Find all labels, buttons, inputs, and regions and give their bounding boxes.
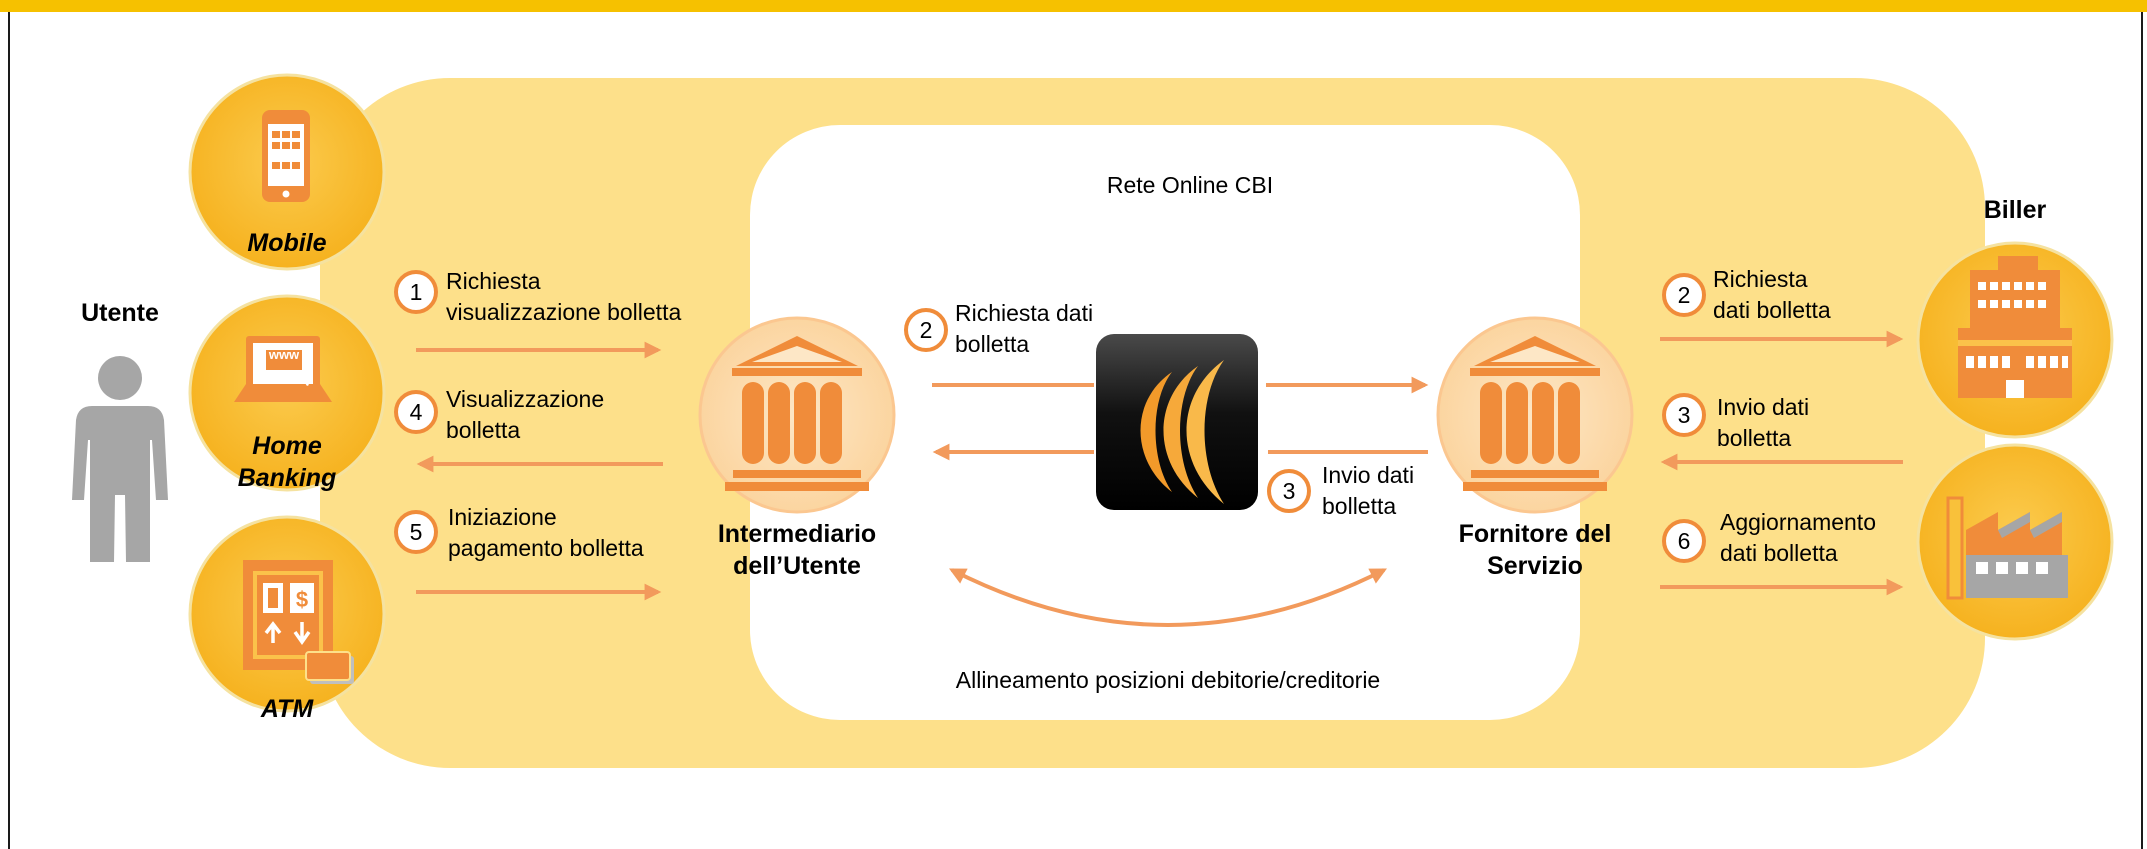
- home-banking-channel-circle[interactable]: [188, 294, 386, 492]
- fornitore-bank-circle[interactable]: [1436, 316, 1634, 514]
- step-badge-6-right: [1662, 519, 1706, 563]
- person-icon: [72, 356, 168, 562]
- bank-icon-left: [725, 336, 869, 491]
- atm-channel-circle[interactable]: $: [188, 515, 386, 713]
- right-step6-label-line2: dati bolletta: [1720, 540, 1838, 566]
- step5-label-line2: pagamento bolletta: [448, 535, 644, 561]
- bank-icon-right: [1463, 336, 1607, 491]
- step-number: 3: [1677, 402, 1691, 428]
- cbi-logo: [1096, 334, 1258, 510]
- center-step2-label-line1: Richiesta dati: [955, 300, 1094, 326]
- center-step2-label-line2: bolletta: [955, 331, 1030, 357]
- biller-factory-circle[interactable]: [1916, 443, 2114, 641]
- fornitore-label-line1: Fornitore del: [1458, 520, 1612, 548]
- right-step2-label-line2: dati bolletta: [1713, 297, 1831, 323]
- step-number: 6: [1677, 528, 1691, 554]
- right-step6-label-line1: Aggiornamento: [1720, 509, 1876, 535]
- step5-label-line1: Iniziazione: [448, 504, 557, 530]
- step-number: 3: [1282, 478, 1296, 504]
- step1-label-line2: visualizzazione bolletta: [446, 299, 682, 325]
- utente-label: Utente: [81, 299, 159, 327]
- step-badge-1: [394, 270, 438, 314]
- top-accent-bar: [0, 0, 2147, 12]
- step4-label-line2: bolletta: [446, 417, 521, 443]
- step-number: 5: [409, 519, 423, 545]
- center-step3-label-line2: bolletta: [1322, 493, 1397, 519]
- mobile-channel-circle[interactable]: [188, 73, 386, 271]
- home-banking-label-line1: Home: [252, 432, 322, 460]
- factory-icon: [1946, 496, 2068, 600]
- atm-label: ATM: [260, 695, 314, 723]
- intermediario-bank-circle[interactable]: [698, 316, 896, 514]
- mobile-label: Mobile: [247, 229, 327, 257]
- intermediario-label-line1: Intermediario: [717, 520, 877, 548]
- step-number: 2: [919, 317, 933, 343]
- right-step3-label-line2: bolletta: [1717, 425, 1792, 451]
- step-badge-2-right: [1662, 273, 1706, 317]
- step-number: 1: [409, 279, 423, 305]
- step-badge-2-center: [904, 308, 948, 352]
- step-number: 2: [1677, 282, 1691, 308]
- step4-label-line1: Visualizzazione: [446, 386, 605, 412]
- fornitore-label-line2: Servizio: [1487, 552, 1583, 580]
- atm-icon: $: [243, 560, 354, 684]
- right-step2-label-line1: Richiesta: [1713, 266, 1808, 292]
- step-badge-4: [394, 390, 438, 434]
- step-badge-3-right: [1662, 393, 1706, 437]
- right-step3-label-line1: Invio dati: [1717, 394, 1810, 420]
- alignment-label: Allineamento posizioni debitorie/credito…: [955, 667, 1381, 693]
- intermediario-label-line2: dell’Utente: [733, 552, 861, 580]
- right-border-line: [2141, 12, 2143, 849]
- step-badge-5: [394, 510, 438, 554]
- center-step3-label-line1: Invio dati: [1322, 462, 1415, 488]
- step-badge-3-center: [1267, 469, 1311, 513]
- biller-label: Biller: [1983, 196, 2047, 224]
- laptop-icon: [234, 336, 332, 402]
- office-building-icon: [1958, 256, 2072, 398]
- alignment-curved-arrow: [949, 568, 1387, 627]
- left-border-line: [8, 12, 10, 849]
- svg-text:$: $: [296, 587, 308, 612]
- step-number: 4: [409, 399, 423, 425]
- network-title: Rete Online CBI: [1106, 172, 1274, 198]
- biller-building-circle[interactable]: [1916, 241, 2114, 439]
- mobile-phone-icon: [262, 110, 310, 202]
- www-label: www: [268, 347, 300, 362]
- home-banking-label-line2: Banking: [237, 464, 337, 492]
- step1-label-line1: Richiesta: [446, 268, 541, 294]
